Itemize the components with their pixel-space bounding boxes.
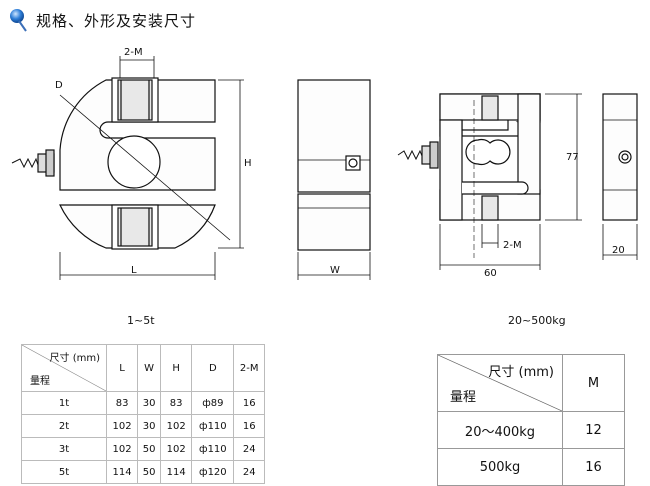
caption-right: 20~500kg [508,314,566,327]
dim-20: 20 [612,245,625,256]
dim-l: L [131,265,137,276]
dim-2m-left: 2-M [124,47,143,58]
dim-60: 60 [484,268,497,279]
table-row: 500kg 16 [437,448,625,486]
table-row: 3t 102 50 102 ф110 24 [21,437,265,461]
dim-2m-right: 2-M [503,240,522,251]
dim-w: W [330,265,340,276]
header: 规格、外形及安装尺寸 [8,8,196,32]
table-row: 20～400kg 12 [437,411,625,449]
col-header: D [191,344,235,392]
col-header: W [137,344,162,392]
col-header: L [105,344,139,392]
table-row: 1t 83 30 83 ф89 16 [21,391,265,415]
pin-icon [10,9,27,32]
left-body-front [11,56,244,280]
dim-77: 77 [566,152,579,163]
page-title: 规格、外形及安装尺寸 [36,11,197,30]
col-header-m: M [562,354,625,412]
spec-table-large: 尺寸 (mm) 量程 M 20～400kg 12 500kg 16 [437,354,625,486]
table-row: 5t 114 50 114 ф120 24 [21,460,265,484]
col-header: 2-M [233,344,265,392]
left-body-side [297,79,371,280]
table-row: 2t 102 30 102 ф110 16 [21,414,265,438]
right-body-side [602,93,638,260]
spec-table-small: 尺寸 (mm) 量程 L W H D 2-M 1t 83 30 83 ф89 1… [21,344,265,484]
table-corner-header: 尺寸 (mm) 量程 [21,344,107,392]
dim-h: H [244,158,252,169]
table-corner-header: 尺寸 (mm) 量程 [437,354,563,412]
right-body-front [397,93,582,270]
caption-left: 1~5t [127,314,155,327]
dim-d: D [55,80,63,91]
col-header: H [160,344,193,392]
